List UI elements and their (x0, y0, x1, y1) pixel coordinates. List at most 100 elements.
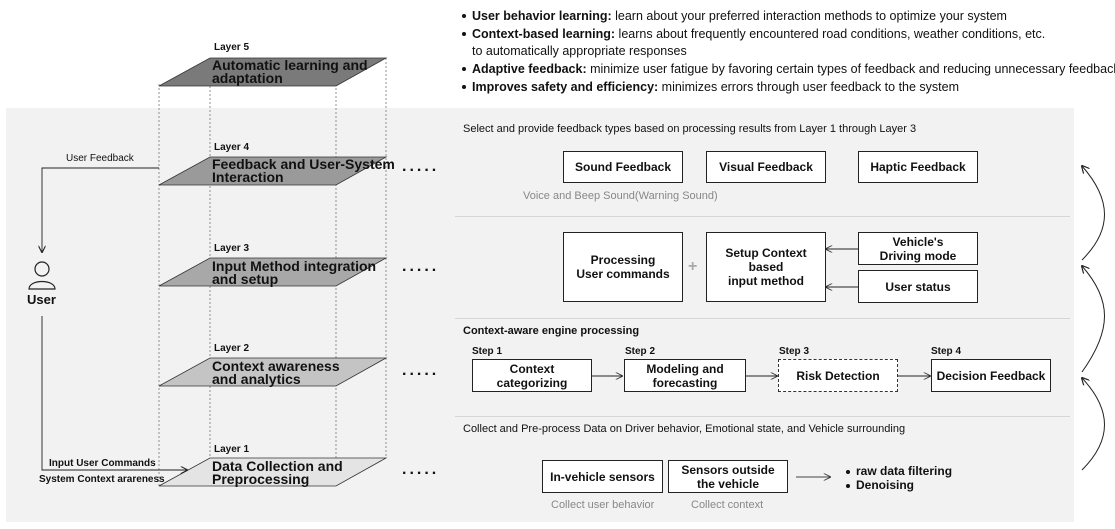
collect-context-caption: Collect context (691, 499, 764, 511)
bullet-context-based: Context-based learning: learns about fre… (462, 27, 1045, 41)
driving-line1: Vehicle's (892, 234, 944, 249)
plus-icon: + (688, 258, 698, 275)
layer5-plane (158, 57, 388, 87)
layer1-title-line1: Data Collection and (212, 458, 343, 474)
bullet-text: learn about your preferred interaction m… (611, 9, 1007, 23)
layer5-title-line1: Automatic learning and (212, 57, 368, 73)
layer3-title-line2: and setup (212, 271, 279, 287)
layer3-connector-dots: ..... (402, 258, 440, 275)
bullet-user-behavior: User behavior learning: learn about your… (462, 9, 1007, 23)
setup-line2: input method (728, 274, 804, 288)
layer2-title-line1: Context awareness (212, 358, 340, 374)
step4-label: Step 4 (931, 346, 962, 357)
collect-user-behavior-caption: Collect user behavior (551, 499, 655, 511)
user-feedback-label: User Feedback (66, 153, 134, 164)
layer2-plane (158, 357, 388, 387)
layer1-title-line2: Preprocessing (212, 471, 310, 487)
step3-label: Step 3 (779, 346, 810, 357)
bullet-adaptive-feedback: Adaptive feedback: minimize user fatigue… (462, 62, 1115, 76)
user-label: User (27, 292, 56, 307)
setup-line1: Setup Context based (725, 246, 807, 274)
processing-line2: User commands (576, 267, 670, 281)
layer2-title-line2: and analytics (212, 371, 301, 387)
outside-line2: the vehicle (696, 476, 759, 491)
bullet-bold: Context-based learning: (472, 27, 616, 41)
in-vehicle-sensors-box: In-vehicle sensors (542, 460, 663, 493)
section-divider (455, 216, 1070, 217)
section2-title: Context-aware engine processing (463, 325, 640, 337)
step4-box: Decision Feedback (931, 359, 1051, 392)
step1-line1: Context (509, 361, 555, 376)
step2-line2: forecasting (652, 375, 718, 390)
visual-feedback-box: Visual Feedback (706, 151, 826, 183)
layer2-connector-dots: ..... (402, 362, 440, 379)
bullet-dot-icon (462, 13, 466, 18)
layer5-title-line2: adaptation (212, 70, 283, 86)
step2-label: Step 2 (625, 346, 656, 357)
bullet-bold: Improves safety and efficiency: (472, 80, 659, 94)
step3-box: Risk Detection (778, 359, 898, 392)
section1-title: Collect and Pre-process Data on Driver b… (463, 423, 906, 435)
layer4-title-line2: Interaction (212, 169, 284, 185)
layer3-label: Layer 3 (214, 243, 250, 254)
user-status-box: User status (858, 270, 978, 303)
step2-line1: Modeling and (646, 361, 724, 376)
step1-label: Step 1 (472, 346, 503, 357)
system-context-label: System Context arareness (39, 474, 165, 485)
layer4-connector-dots: ..... (402, 158, 440, 175)
section4-title: Select and provide feedback types based … (463, 123, 917, 135)
bullet-text: to automatically appropriate responses (472, 44, 687, 58)
bullet-text: minimize user fatigue by favoring certai… (586, 62, 1115, 76)
layer4-label: Layer 4 (214, 142, 250, 153)
bullet-bold: Adaptive feedback: (472, 62, 587, 76)
haptic-feedback-box: Haptic Feedback (858, 151, 978, 183)
bullet-safety: Improves safety and efficiency: minimize… (462, 80, 959, 94)
bullet-dot-icon (846, 469, 850, 474)
section-divider (455, 318, 1070, 319)
section-divider (455, 416, 1070, 417)
bullet-text: minimizes errors through user feedback t… (658, 80, 960, 94)
processing-line1: Processing (590, 253, 656, 267)
sound-feedback-caption: Voice and Beep Sound(Warning Sound) (523, 190, 718, 202)
layer3-plane (158, 257, 388, 287)
bullet-dot-icon (846, 483, 850, 488)
layer4-plane (158, 156, 388, 186)
bullet-dot-icon (462, 31, 466, 36)
bullet-bold: User behavior learning: (472, 9, 612, 23)
driving-line2: Driving mode (879, 248, 957, 263)
filtering-text: raw data filtering (856, 464, 953, 478)
denoising-text: Denoising (856, 478, 915, 492)
layer2-label: Layer 2 (214, 343, 250, 354)
bullet-text: learns about frequently encountered road… (615, 27, 1046, 41)
layer1-plane (158, 457, 388, 487)
bullet-dot-icon (462, 84, 466, 89)
layer5-label: Layer 5 (214, 42, 250, 53)
layer1-connector-dots: ..... (402, 461, 440, 478)
step1-line2: categorizing (496, 375, 568, 390)
bullet-continuation: to automatically appropriate responses (472, 44, 687, 58)
outside-line1: Sensors outside (681, 462, 775, 477)
layer1-label: Layer 1 (214, 444, 250, 455)
user-icon (28, 261, 56, 290)
layer3-title-line1: Input Method integration (212, 258, 377, 274)
input-commands-label: Input User Commands (49, 458, 156, 469)
bullet-dot-icon (462, 66, 466, 71)
layer4-title-line1: Feedback and User-System (212, 156, 395, 172)
